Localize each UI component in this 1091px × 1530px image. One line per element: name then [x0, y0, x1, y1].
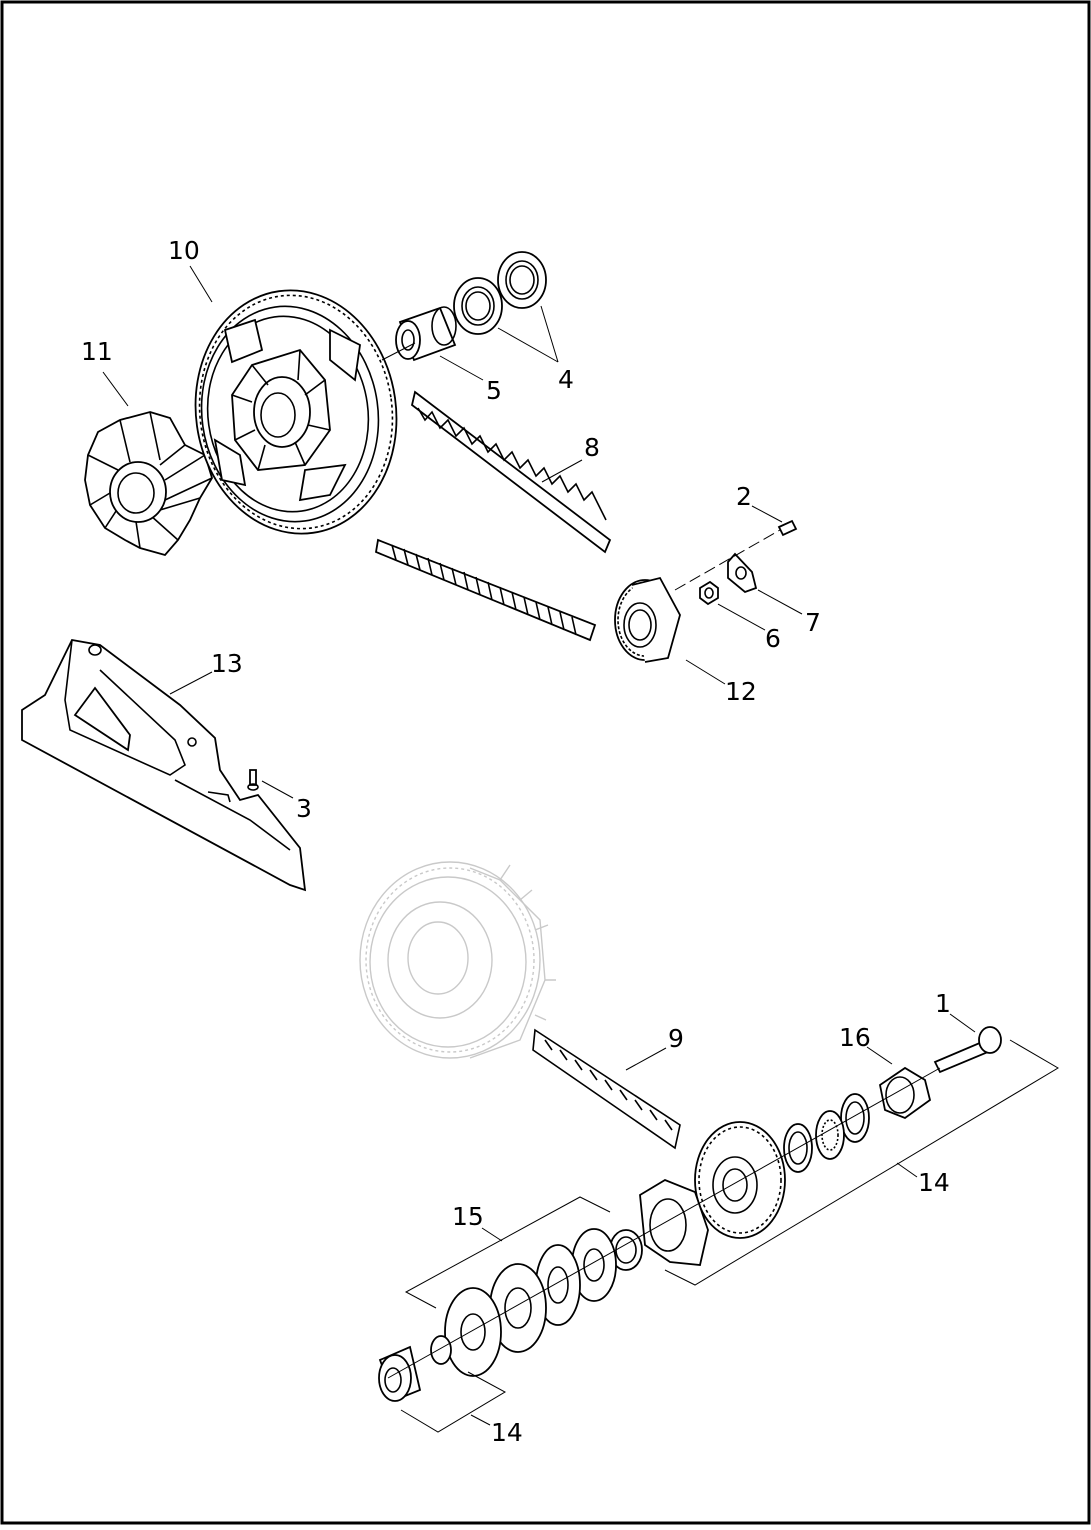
compensator-cam: [639, 1178, 709, 1266]
callout-7: 7: [805, 608, 821, 637]
callout-3: 3: [296, 794, 312, 823]
part-7-lock-plate: [727, 552, 758, 594]
part-3-screw: [247, 769, 259, 791]
bracket-14-right: [664, 1039, 1059, 1286]
callout-2: 2: [736, 482, 752, 511]
callout-4: 4: [558, 365, 574, 394]
part-8-drive-belt: [374, 390, 612, 642]
callout-9: 9: [668, 1024, 684, 1053]
part-6-nut: [699, 580, 719, 606]
ghost-clutch-shell: [359, 861, 556, 1059]
part-10-belt-sprocket: [194, 289, 398, 535]
bracket-15: [404, 1196, 611, 1309]
centerline-upper: [674, 529, 781, 591]
callout-12: 12: [725, 677, 757, 706]
centerline-lower: [387, 1067, 941, 1379]
centerline-hub: [381, 342, 416, 361]
part-4-bearings: [453, 251, 547, 335]
clutch-plates: [430, 1228, 643, 1377]
bracket-14-bottom: [400, 1371, 507, 1433]
callout-10: 10: [168, 236, 200, 265]
callout-6: 6: [765, 624, 781, 653]
callout-15: 15: [452, 1202, 484, 1231]
part-9-primary-chain: [532, 1028, 681, 1150]
part-1-bolt: [933, 1026, 1002, 1074]
callout-14-bottom: 14: [491, 1418, 523, 1447]
callout-1: 1: [935, 989, 951, 1018]
part-12-transmission-sprocket: [614, 576, 681, 663]
callout-8: 8: [584, 433, 600, 462]
callout-14-right: 14: [918, 1168, 950, 1197]
callout-11: 11: [81, 337, 113, 366]
part-5-spacer: [395, 306, 457, 362]
callout-5: 5: [486, 376, 502, 405]
clutch-hub: [378, 1345, 422, 1402]
part-2-screw: [777, 519, 798, 537]
callout-16: 16: [839, 1023, 871, 1052]
leader-lines: [102, 265, 976, 1426]
part-11-fan: [84, 411, 213, 557]
callout-13: 13: [211, 649, 243, 678]
part-13-belt-guard: [21, 638, 307, 892]
